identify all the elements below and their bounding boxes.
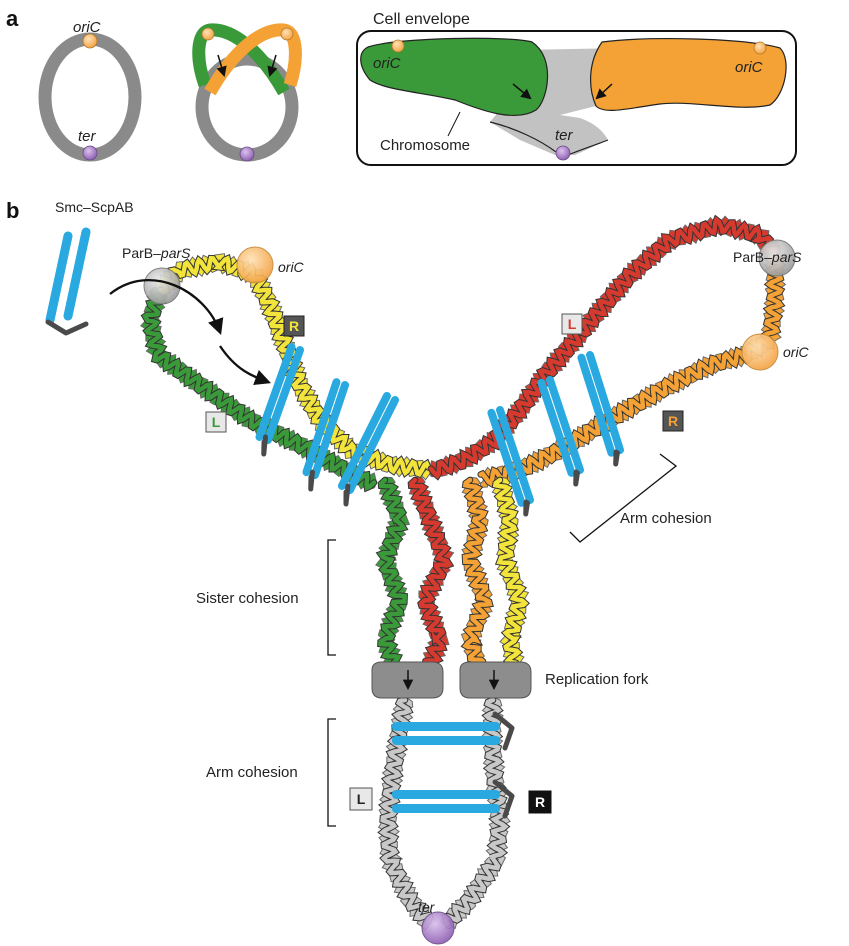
ter-bottom-label: ter — [418, 899, 436, 915]
replication-fork-left — [372, 662, 443, 698]
arm-cohesion-lower-bracket — [328, 719, 336, 826]
parb-pars-left-label: ParB–parS — [122, 245, 191, 261]
svg-text:R: R — [668, 413, 678, 429]
cell-envelope: Cell envelope oriC oriC ter Chromosome — [357, 11, 796, 165]
replicating-chromosome — [199, 28, 296, 161]
panel-a-label: a — [6, 6, 19, 31]
circular-chromosome: oriC ter — [45, 19, 135, 160]
dna-red-sister — [411, 480, 449, 665]
loop-extrusion-arrow-2 — [220, 346, 268, 382]
dna-yellow-sister — [495, 480, 525, 663]
oric-right-label: oriC — [783, 344, 810, 360]
envelope-oric-left: oriC — [373, 55, 401, 72]
ter-locus-marker — [83, 146, 97, 160]
envelope-oric-right: oriC — [735, 59, 763, 76]
ter-label: ter — [78, 128, 97, 145]
dna-green-sister — [380, 480, 405, 664]
dna-gray-left — [383, 700, 433, 927]
chromosome-label: Chromosome — [380, 137, 470, 154]
box-l-red: L — [562, 314, 582, 334]
replication-fork-label: Replication fork — [545, 671, 649, 688]
envelope-ter-label: ter — [555, 127, 574, 144]
svg-text:L: L — [212, 414, 221, 430]
arm-cohesion-upper-bracket — [570, 454, 676, 542]
box-l-green: L — [206, 412, 226, 432]
parb-pars-right-label: ParB–parS — [733, 249, 802, 265]
oric-left-marker — [237, 247, 273, 283]
svg-text:L: L — [568, 316, 577, 332]
arm-cohesion-lower-label: Arm cohesion — [206, 764, 298, 781]
sister-cohesion-bracket — [328, 540, 336, 655]
envelope-title: Cell envelope — [373, 11, 470, 28]
arm-cohesion-upper-label: Arm cohesion — [620, 510, 712, 527]
replication-fork-right — [460, 662, 531, 698]
oric-right-marker — [742, 334, 778, 370]
svg-text:R: R — [535, 794, 545, 810]
dna-orange-right-arm — [481, 255, 781, 485]
box-r-lower: R — [529, 791, 551, 813]
dna-strands — [145, 220, 781, 927]
smc-scpab-label: Smc–ScpAB — [55, 199, 134, 215]
sister-cohesion-label: Sister cohesion — [196, 590, 299, 607]
dna-orange-sister — [465, 480, 490, 665]
box-r-orange: R — [663, 411, 683, 431]
oric-label: oriC — [73, 19, 101, 36]
panel-b-label: b — [6, 198, 19, 223]
svg-text:R: R — [289, 318, 299, 334]
ter-bottom-marker — [422, 912, 454, 944]
box-r-yellow: R — [284, 316, 304, 336]
box-l-lower: L — [350, 788, 372, 810]
oric-left-label: oriC — [278, 259, 305, 275]
smc-scpab-free — [48, 232, 86, 333]
svg-text:L: L — [357, 791, 366, 807]
oric-locus-marker — [83, 34, 97, 48]
